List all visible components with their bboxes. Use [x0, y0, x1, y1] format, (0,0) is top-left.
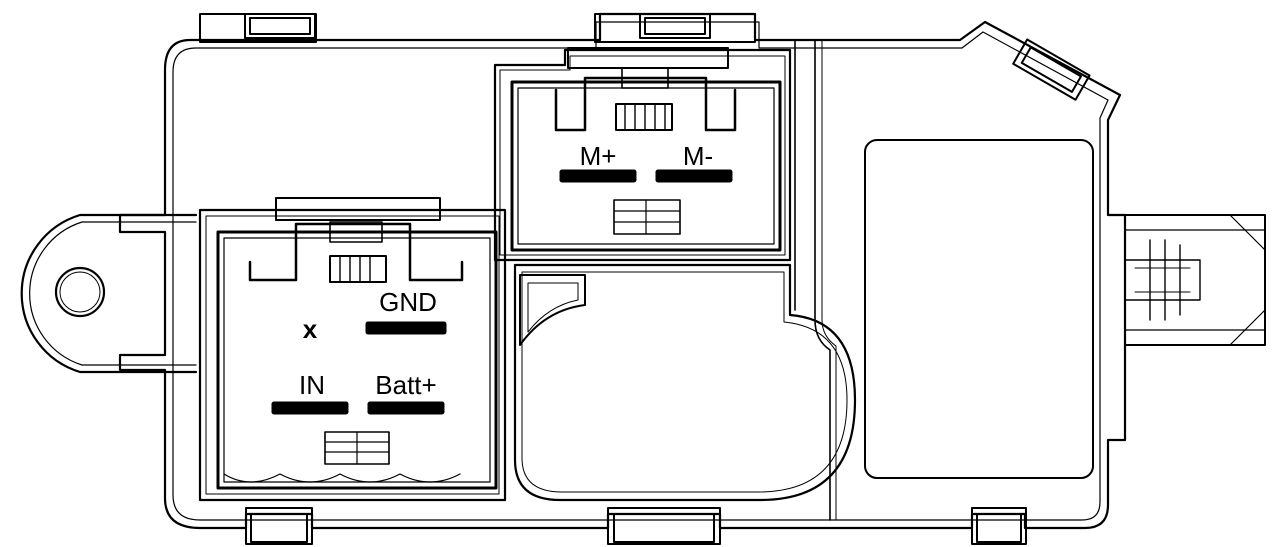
pin-m-minus — [655, 169, 733, 183]
top-clip-tabs — [199, 13, 756, 43]
label-m-plus: M+ — [580, 141, 617, 171]
label-area — [864, 139, 1094, 479]
housing-outline — [118, 12, 1127, 530]
divider-lines — [794, 39, 837, 521]
mounting-ear — [20, 213, 198, 374]
pin-m-plus — [559, 169, 637, 183]
right-connector-stub — [1124, 214, 1266, 346]
connector-main-housing — [198, 197, 507, 502]
pin-gnd — [365, 321, 447, 335]
top-right-tab — [1012, 38, 1091, 101]
label-in: IN — [299, 370, 325, 400]
pin-in — [271, 401, 349, 415]
central-boss — [513, 263, 857, 502]
label-gnd: GND — [379, 287, 437, 317]
bottom-clip-tabs — [245, 507, 1027, 545]
pin-batt — [367, 401, 445, 415]
label-m-minus: M- — [683, 141, 713, 171]
connector-motor-housing — [493, 47, 792, 262]
label-batt: Batt+ — [375, 370, 436, 400]
label-x-marker: x — [303, 314, 318, 344]
